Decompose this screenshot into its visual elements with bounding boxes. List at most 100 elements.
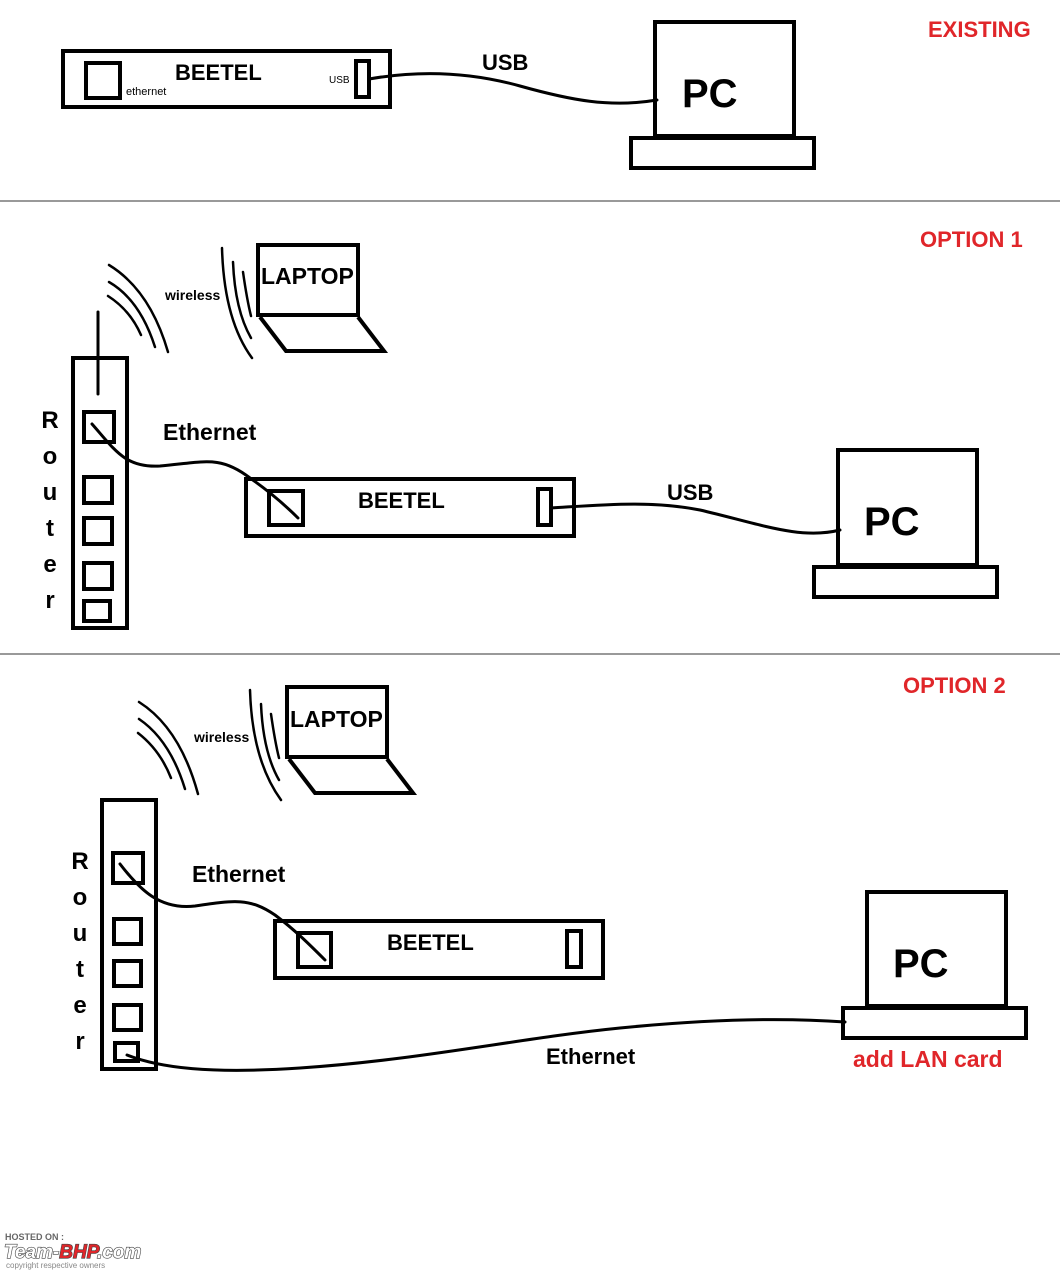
ethernet-port [296, 931, 333, 969]
beetel-modem: BEETEL [273, 919, 605, 980]
beetel-label: BEETEL [175, 60, 262, 85]
team-bhp-watermark: HOSTED ON : Team-BHP.com copyright respe… [3, 1232, 142, 1270]
wave-arc [241, 270, 253, 318]
section-existing: EXISTING BEETEL ethernet USB USB PC [61, 17, 1031, 170]
router-port [82, 410, 116, 444]
watermark-brand-suffix: .com [97, 1242, 141, 1263]
wave-arc [137, 700, 200, 796]
wave-arc [259, 702, 281, 782]
wave-arc [137, 717, 187, 791]
router-body [100, 798, 158, 1071]
watermark-brand: Team-BHP.com [4, 1242, 141, 1263]
wave-arc [231, 260, 253, 340]
router-letter: R [71, 848, 88, 875]
pc-label: PC [893, 942, 949, 986]
beetel-label: BEETEL [387, 930, 474, 955]
ethernet-link-label: Ethernet [192, 861, 286, 887]
router-port [82, 516, 114, 546]
router-letter: o [43, 443, 58, 470]
usb-cable [549, 502, 842, 535]
wave-arc [220, 246, 254, 360]
router-letter: e [73, 992, 86, 1019]
wireless-label: wireless [164, 287, 220, 303]
router-letter: R [41, 407, 58, 434]
pc-base [841, 1006, 1028, 1040]
router-port [82, 475, 114, 505]
ethernet-port [84, 61, 122, 100]
router-letter: o [73, 884, 88, 911]
router-letter: t [76, 956, 84, 983]
router-port [112, 959, 143, 988]
usb-port-label: USB [329, 75, 350, 86]
ethernet-link-label: Ethernet [163, 419, 257, 445]
wireless-label: wireless [193, 729, 249, 745]
router-letter: u [43, 479, 58, 506]
usb-link-label: USB [667, 480, 713, 505]
wave-arc [107, 263, 170, 354]
router-letter: u [73, 920, 88, 947]
ethernet-cable [125, 1018, 847, 1072]
beetel-body [61, 49, 392, 109]
pc-label: PC [864, 500, 920, 544]
laptop: LAPTOP [256, 243, 389, 353]
section-title-option2: OPTION 2 [903, 673, 1006, 698]
router-letter: r [75, 1028, 84, 1055]
ethernet-port [267, 489, 305, 527]
section-option2: OPTION 2 wireless LAPTOP R o u t e [71, 673, 1028, 1072]
router-port [113, 1041, 140, 1063]
usb-link-label: USB [482, 50, 528, 75]
router [71, 310, 129, 630]
router-letter: t [46, 515, 54, 542]
usb-cable [367, 72, 659, 105]
wave-arc [107, 280, 157, 349]
router-letter: e [43, 551, 56, 578]
ethernet-port-label: ethernet [126, 86, 166, 98]
router-port [82, 599, 112, 623]
section-title-option1: OPTION 1 [920, 227, 1023, 252]
watermark-brand-prefix: Team- [4, 1242, 59, 1263]
pc-label: PC [682, 72, 738, 116]
pc-base [812, 565, 999, 599]
ethernet-cable [118, 862, 327, 962]
router-port [112, 1003, 143, 1032]
laptop-screen [256, 243, 360, 317]
pc-base [629, 136, 816, 170]
router-port [82, 561, 114, 591]
router [100, 798, 158, 1071]
pc: PC [841, 890, 1028, 1040]
beetel-modem: BEETEL ethernet USB [61, 49, 392, 109]
ethernet-cable [90, 422, 300, 520]
wireless-signal: wireless [136, 688, 283, 802]
wave-arc [136, 731, 173, 780]
section-title-existing: EXISTING [928, 17, 1031, 42]
watermark-brand-highlight: BHP [59, 1242, 99, 1263]
beetel-label: BEETEL [358, 488, 445, 513]
laptop: LAPTOP [285, 685, 418, 795]
beetel-body [273, 919, 605, 980]
ethernet-link-label: Ethernet [546, 1044, 636, 1069]
usb-port [536, 487, 553, 527]
laptop-keyboard [287, 757, 418, 795]
laptop-screen [285, 685, 389, 759]
usb-port [354, 59, 371, 99]
router-body [71, 356, 129, 630]
wireless-signal: wireless [106, 246, 254, 360]
router-letter: r [45, 587, 54, 614]
laptop-label: LAPTOP [261, 263, 354, 289]
router-port [111, 851, 145, 885]
pc: PC [812, 448, 999, 599]
wave-arc [269, 712, 281, 760]
wave-arc [106, 294, 143, 337]
laptop-keyboard [258, 315, 389, 353]
watermark-copyright: copyright respective owners [6, 1261, 105, 1270]
wave-arc [248, 688, 283, 802]
pc: PC [629, 20, 816, 170]
add-lan-card-note: add LAN card [853, 1046, 1003, 1072]
section-option1: OPTION 1 wireless LAPTOP R o u t [41, 227, 1023, 630]
usb-port [565, 929, 583, 969]
watermark-hosted-label: HOSTED ON : [5, 1232, 64, 1242]
beetel-modem: BEETEL [244, 477, 576, 538]
laptop-label: LAPTOP [290, 706, 383, 732]
router-port [112, 917, 143, 946]
